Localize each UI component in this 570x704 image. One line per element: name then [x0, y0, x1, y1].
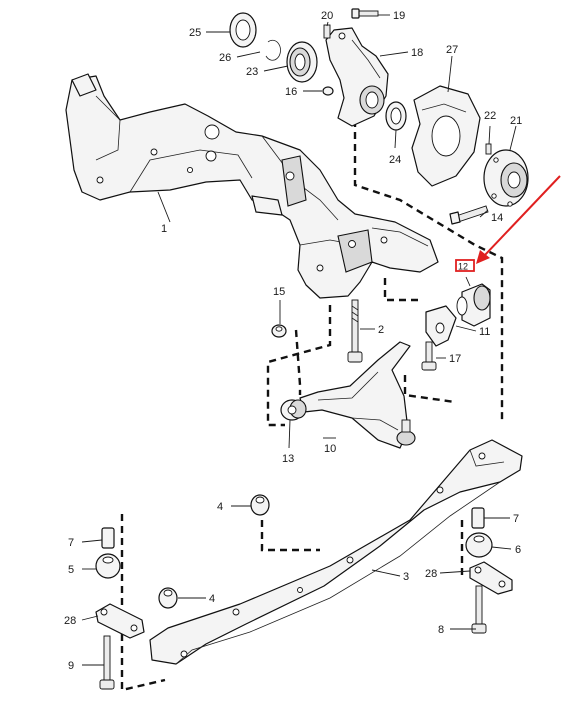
callout-4-lower: 4 — [209, 593, 215, 605]
callout-23: 23 — [246, 66, 258, 78]
nut-16 — [322, 86, 334, 96]
callout-2: 2 — [378, 324, 384, 336]
callout-7-left: 7 — [68, 537, 74, 549]
callout-27: 27 — [446, 44, 458, 56]
callout-5: 5 — [68, 564, 74, 576]
bushing-6 — [465, 532, 493, 558]
callout-13: 13 — [282, 453, 294, 465]
callout-24: 24 — [389, 154, 401, 166]
callout-9: 9 — [68, 660, 74, 672]
callout-4-upper: 4 — [217, 501, 223, 513]
callout-22: 22 — [484, 110, 496, 122]
stud-22 — [485, 143, 492, 155]
bushing-4-upper — [250, 494, 270, 516]
callout-25: 25 — [189, 27, 201, 39]
bushing-5 — [95, 553, 121, 579]
callout-19: 19 — [393, 10, 405, 22]
control-arm-part — [299, 341, 416, 449]
bearing-23 — [286, 41, 318, 83]
callout-labels: 1 2 3 4 4 5 6 7 7 8 9 10 11 12 13 14 15 … — [64, 10, 522, 672]
crossmember-3 — [149, 439, 523, 665]
plate-28-left — [95, 603, 145, 639]
callout-15: 15 — [273, 286, 285, 298]
bolt-19 — [351, 8, 379, 19]
seal-24 — [385, 101, 407, 131]
pin-20 — [323, 24, 331, 39]
callout-1: 1 — [161, 223, 167, 235]
callout-14: 14 — [491, 212, 503, 224]
sleeve-7-left — [101, 527, 115, 549]
callout-18: 18 — [411, 47, 423, 59]
callout-12: 12 — [458, 262, 468, 272]
assembly-lines — [120, 120, 504, 692]
subframe-part — [65, 73, 439, 299]
red-arrow-annotation — [476, 175, 561, 264]
callout-26: 26 — [219, 52, 231, 64]
callout-6: 6 — [515, 544, 521, 556]
seal-25 — [229, 12, 257, 48]
bolt-9 — [99, 635, 115, 690]
callout-10: 10 — [324, 443, 336, 455]
bushing-4-lower — [158, 587, 178, 609]
callout-8: 8 — [438, 624, 444, 636]
bolt-14 — [449, 205, 489, 225]
splash-shield-27 — [411, 85, 481, 187]
knuckle-18 — [325, 27, 389, 127]
bushing-11 — [425, 283, 491, 347]
callout-20: 20 — [321, 10, 333, 22]
highlight-box: 12 — [455, 259, 475, 272]
callout-11: 11 — [479, 326, 490, 338]
leader-lines — [81, 14, 517, 666]
circlip-26 — [265, 39, 281, 61]
callout-21: 21 — [510, 115, 522, 127]
callout-28-left: 28 — [64, 615, 76, 627]
bolt-2 — [347, 299, 363, 363]
bushing-13 — [280, 399, 307, 421]
callout-3: 3 — [403, 571, 409, 583]
callout-16: 16 — [285, 86, 297, 98]
bolt-17 — [421, 341, 437, 371]
callout-17: 17 — [449, 353, 461, 365]
callout-28-right: 28 — [425, 568, 437, 580]
callout-7-right: 7 — [513, 513, 519, 525]
plate-28-right — [469, 561, 513, 595]
hub-21 — [483, 149, 529, 207]
sleeve-7-right — [471, 507, 485, 529]
bolt-8 — [471, 585, 487, 634]
nut-15 — [271, 324, 287, 338]
